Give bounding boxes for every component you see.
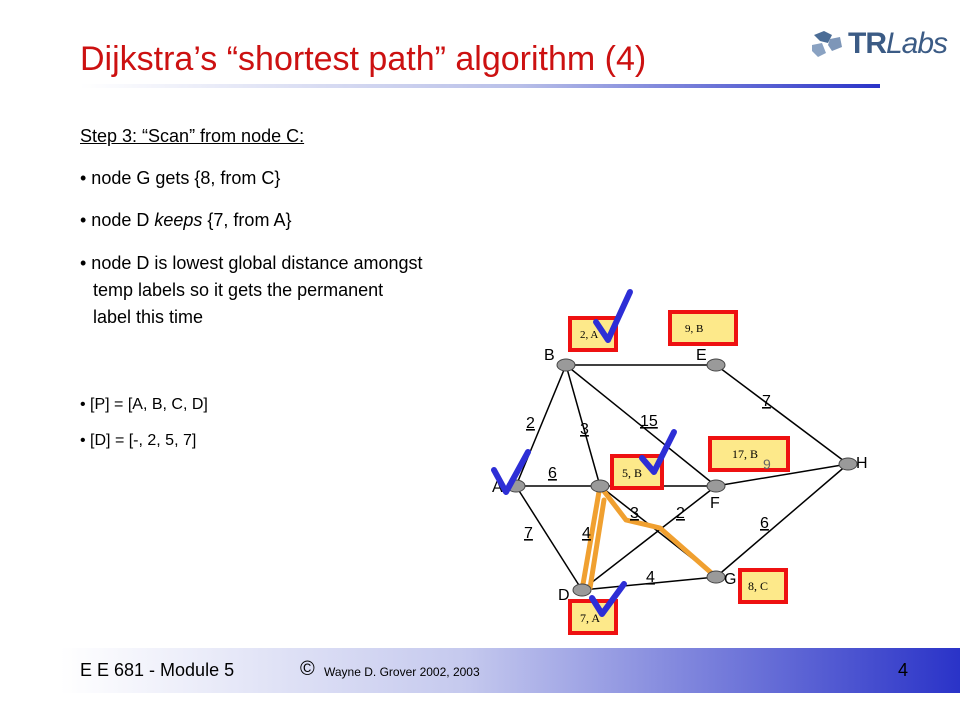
- weight-b-f: 15: [640, 413, 658, 430]
- weight-a-b: 2: [526, 415, 535, 432]
- check-icon-c: [639, 429, 677, 475]
- node-c: [590, 479, 610, 493]
- node-g: [706, 570, 726, 584]
- footer-copyright-symbol: ©: [300, 658, 315, 680]
- bullet-node-d-keeps: • node D keeps {7, from A}: [80, 210, 292, 230]
- bullet-node-d-lowest: • node D is lowest global distance among…: [80, 253, 423, 273]
- label-box-f: [708, 436, 790, 472]
- node-h: [838, 457, 858, 471]
- edge-d-g: [581, 576, 717, 591]
- distance-set: • [D] = [-, 2, 5, 7]: [80, 432, 197, 449]
- node-b-letter: B: [544, 347, 555, 364]
- trlabs-logo: TRLabs: [810, 24, 948, 64]
- check-icon-b: [593, 289, 633, 343]
- weight-a-d: 7: [524, 525, 533, 542]
- label-d: 7, A: [580, 611, 600, 625]
- slide-title: Dijkstra’s “shortest path” algorithm (4): [80, 40, 647, 78]
- weight-d-g: 4: [646, 569, 655, 586]
- label-box-e: [668, 310, 738, 346]
- footer-course: E E 681 - Module 5: [80, 660, 235, 680]
- step-heading: Step 3: “Scan” from node C:: [80, 126, 305, 146]
- path-highlight-c-d: [579, 483, 603, 593]
- edge-f-h: [715, 463, 849, 487]
- title-underline: [80, 84, 880, 88]
- label-f: 17, B: [732, 447, 758, 461]
- edge-b-c: [565, 364, 601, 487]
- edge-weights: 2 6 7 3 15 4 3 2 4 7 6: [524, 393, 771, 586]
- bullet-node-g: • node G gets {8, from C}: [80, 168, 281, 188]
- node-e: [706, 358, 726, 372]
- label-e: 9, B: [685, 323, 703, 335]
- logo-text: TRLabs: [848, 27, 948, 60]
- edge-a-b: [515, 364, 567, 487]
- node-f-letter: F: [710, 495, 720, 512]
- footer-author: Wayne D. Grover 2002, 2003: [324, 665, 480, 679]
- weight-c-f: 2: [676, 505, 685, 522]
- footer-bar: [60, 648, 960, 693]
- node-e-letter: E: [696, 347, 707, 364]
- edge-b-f: [565, 364, 717, 487]
- path-highlight-inner: [587, 497, 607, 591]
- weight-b-c: 3: [580, 421, 589, 438]
- label-b: 2, A: [580, 329, 598, 341]
- edge-e-h: [715, 364, 849, 465]
- weight-a-c: 6: [548, 465, 557, 482]
- continuation-line-1: temp labels so it gets the permanent: [93, 280, 384, 300]
- weight-e-h: 7: [762, 393, 771, 410]
- node-d: [572, 583, 592, 597]
- node-f: [706, 479, 726, 493]
- check-icon-d: [589, 581, 627, 617]
- node-g-letter: G: [724, 571, 736, 588]
- label-box-g: [738, 568, 788, 604]
- stray-digit: 9: [763, 456, 771, 472]
- label-g: 8, C: [748, 579, 768, 593]
- continuation-line-2: label this time: [93, 307, 204, 327]
- node-a-letter: A: [492, 479, 503, 496]
- checkmarks: [491, 289, 677, 617]
- check-icon-a: [491, 449, 531, 495]
- edge-f-d: [581, 485, 717, 591]
- label-c: 5, B: [622, 466, 642, 480]
- page-number: 4: [898, 660, 909, 680]
- edge-a-d: [515, 485, 583, 591]
- weight-g-h: 6: [760, 515, 769, 532]
- distance-labels: 2, A 9, B 5, B 17, B 9 8, C 7, A: [568, 310, 790, 635]
- weight-c-d: 4: [582, 525, 591, 542]
- node-h-letter: H: [856, 455, 868, 472]
- path-highlight-c-g: [597, 483, 719, 580]
- graph-nodes: [506, 358, 858, 597]
- weight-c-g: 3: [630, 505, 639, 522]
- graph-edges: [515, 364, 849, 591]
- edge-g-h: [715, 463, 849, 578]
- node-b: [556, 358, 576, 372]
- node-d-letter: D: [558, 587, 570, 604]
- permanent-set: • [P] = [A, B, C, D]: [80, 396, 208, 413]
- trlabs-logo-icon: [812, 31, 842, 57]
